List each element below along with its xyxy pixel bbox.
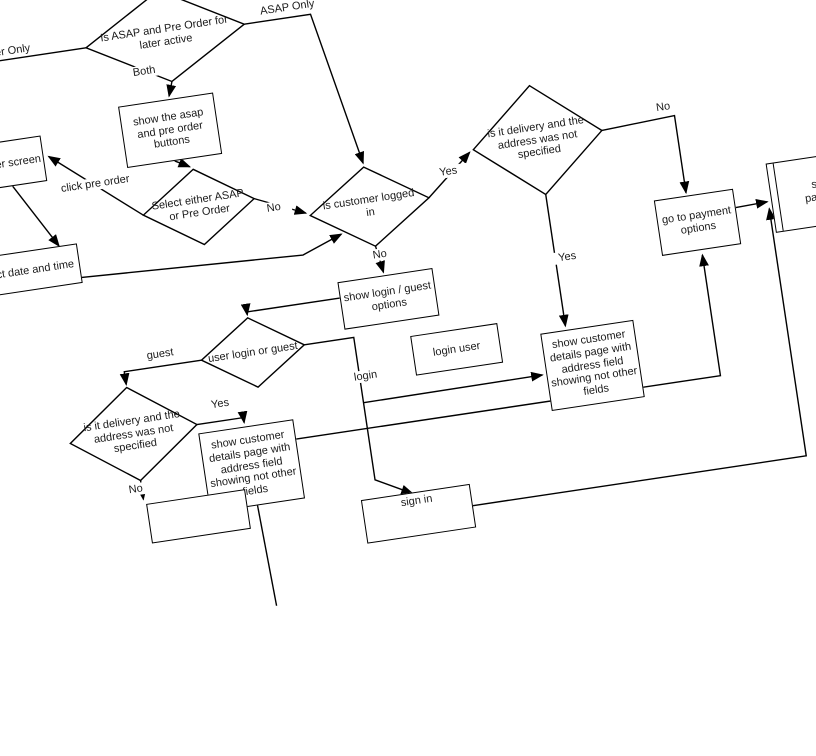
edge-both[interactable] — [166, 81, 177, 98]
decision-delivery-address-bottom[interactable] — [63, 378, 203, 490]
edge-datetime-to-login[interactable] — [71, 233, 343, 289]
edge-screen-to-datetime[interactable] — [12, 181, 60, 252]
edge-details-bottom-out[interactable] — [256, 505, 278, 606]
edge-options-to-choice[interactable] — [240, 297, 340, 317]
edge-guest[interactable] — [119, 359, 203, 386]
edge-bottom-to-showpayment[interactable] — [436, 207, 808, 507]
node-customer-details-right[interactable]: show customer details page with address … — [540, 319, 645, 411]
edge-to-details-right[interactable] — [363, 371, 544, 404]
decision-user-login-or-guest[interactable] — [196, 310, 309, 395]
decision-customer-logged-in[interactable] — [304, 158, 435, 255]
node-show-payment-label: show payment — [804, 175, 816, 206]
predefined-process-line — [772, 163, 784, 231]
flowchart-canvas: show the asap and pre order buttons ate … — [0, 0, 816, 606]
edge-details-to-payment[interactable] — [278, 253, 722, 440]
edge-payment-to-show[interactable] — [735, 198, 769, 209]
edge-login-path[interactable] — [304, 332, 414, 506]
edge-preorder-only[interactable] — [0, 47, 87, 83]
node-go-to-payment[interactable]: go to payment options — [653, 188, 742, 256]
edge-delivery-no[interactable] — [601, 114, 690, 204]
edge-delivery2-yes[interactable] — [196, 410, 248, 430]
decision-asap-preorder-active[interactable] — [79, 0, 251, 93]
decision-select-asap-or-pre[interactable] — [138, 161, 260, 253]
edge-asap-only[interactable] — [244, 10, 364, 178]
edge-buttons-to-select[interactable] — [174, 158, 192, 169]
decision-delivery-address-top[interactable] — [465, 76, 610, 204]
